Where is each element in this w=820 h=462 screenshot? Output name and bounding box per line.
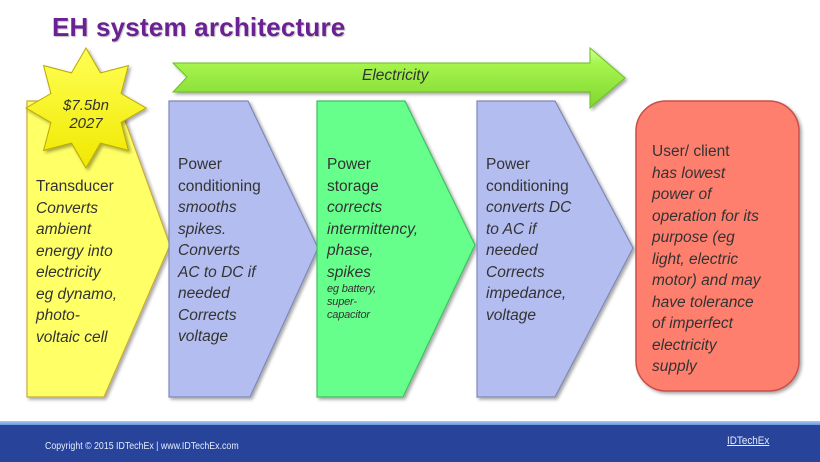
stage-line: light, electric — [652, 250, 739, 268]
stage-heading: Power — [486, 156, 530, 173]
footer-bar: Copyright © 2015 IDTechEx | www.IDTechEx… — [0, 425, 820, 462]
stage-line: energy into — [36, 242, 113, 260]
stage-line: smooths — [178, 199, 237, 216]
market-size-badge: $7.5bn 2027 — [48, 97, 124, 133]
stage-line: Converts — [36, 199, 99, 217]
stage-line: spikes — [327, 263, 371, 281]
stage-line: converts DC — [486, 199, 572, 216]
stage-line: voltage — [486, 306, 536, 324]
stage-line: electricity — [652, 336, 717, 354]
stage-line: Converts — [178, 242, 241, 259]
stage-line: Corrects — [178, 306, 237, 324]
stage-power-storage-shape — [316, 100, 476, 398]
stage-power-conditioning-2-text: Power conditioning converts DC to AC if … — [486, 154, 571, 326]
star-burst-icon — [25, 47, 147, 169]
stage-heading: conditioning — [486, 177, 569, 195]
stage-line: have tolerance — [652, 293, 754, 311]
stage-line: ambient — [36, 221, 92, 238]
stage-heading: storage — [327, 177, 379, 195]
stage-heading: Power — [327, 156, 371, 173]
market-size-value: $7.5bn — [63, 97, 109, 114]
stage-example-line: eg battery, — [327, 283, 376, 295]
stage-line: voltage — [178, 328, 228, 345]
stage-line: power of — [652, 186, 712, 203]
stage-line: electricity — [36, 264, 101, 281]
stage-line: to AC if — [486, 220, 537, 238]
stage-line: photo- — [36, 307, 80, 324]
stage-user-client-shape — [635, 100, 800, 392]
stage-line: has lowest — [652, 164, 726, 182]
stage-user-client-text: User/ client has lowest power of operati… — [652, 141, 761, 378]
stage-line: phase, — [327, 242, 374, 259]
stage-heading: conditioning — [178, 177, 261, 195]
stage-heading: Power — [178, 156, 222, 173]
stage-line: impedance, — [486, 285, 567, 302]
footer-brand-link[interactable]: IDTechEx — [727, 435, 770, 447]
stage-power-conditioning-2-shape — [476, 100, 634, 398]
stage-heading: User/ client — [652, 143, 730, 160]
stage-line: voltaic cell — [36, 328, 108, 346]
stage-line: needed — [178, 285, 230, 302]
stage-transducer-text: Transducer Converts ambient energy into … — [36, 176, 117, 348]
stage-heading: Transducer — [36, 178, 114, 195]
stage-power-conditioning-1-shape — [168, 100, 319, 398]
stage-line: motor) and may — [652, 272, 761, 289]
footer-accent-stripe — [0, 421, 820, 427]
stage-example-line: capacitor — [327, 309, 370, 321]
market-size-year: 2027 — [69, 115, 103, 132]
slide-title: EH system architecture — [52, 12, 346, 42]
stage-line: eg dynamo, — [36, 285, 117, 303]
stage-line: Corrects — [486, 263, 545, 281]
stage-example-line: super- — [327, 296, 357, 308]
electricity-flow-arrow — [171, 46, 626, 110]
stage-line: supply — [652, 358, 697, 375]
stage-line: corrects — [327, 199, 383, 216]
stage-line: AC to DC if — [178, 263, 256, 281]
stage-line: intermittency, — [327, 220, 419, 238]
stage-power-storage-text: Power storage corrects intermittency, ph… — [327, 154, 418, 322]
stage-line: spikes. — [178, 220, 227, 238]
footer-copyright: Copyright © 2015 IDTechEx | www.IDTechEx… — [45, 441, 239, 452]
stage-line: of imperfect — [652, 315, 733, 332]
stage-power-conditioning-1-text: Power conditioning smooths spikes. Conve… — [178, 154, 261, 348]
stage-line: purpose (eg — [652, 229, 735, 246]
stage-line: needed — [486, 242, 538, 259]
electricity-arrow-label: Electricity — [362, 67, 429, 84]
stage-line: operation for its — [652, 207, 759, 225]
